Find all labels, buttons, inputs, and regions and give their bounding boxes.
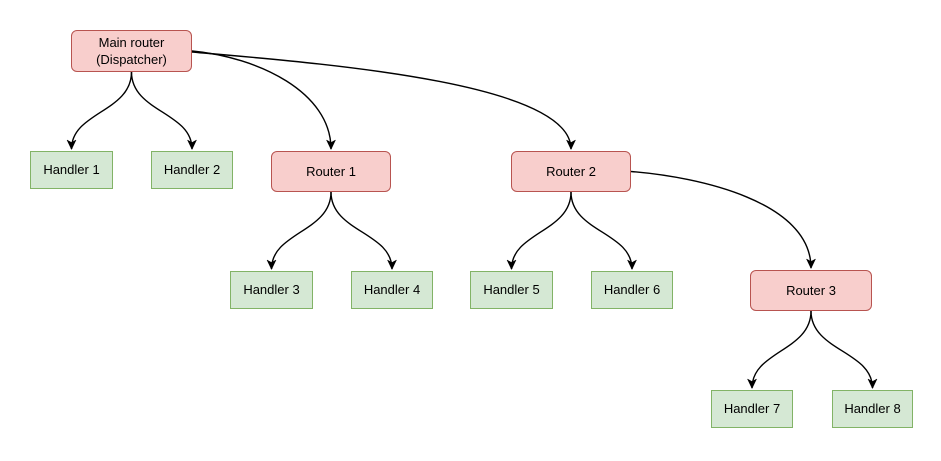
node-handler-3: Handler 3 (230, 271, 313, 309)
node-handler-1: Handler 1 (30, 151, 113, 189)
node-router-2: Router 2 (511, 151, 631, 192)
edge-main-router-to-router-1 (191, 50, 331, 149)
edge-router-1-to-handler-3 (272, 191, 332, 269)
node-handler-5: Handler 5 (470, 271, 553, 309)
node-main-router: Main router (Dispatcher) (71, 30, 192, 72)
edge-main-router-to-router-2 (191, 51, 571, 149)
edge-router-3-to-handler-7 (752, 310, 812, 388)
node-handler-4: Handler 4 (351, 271, 433, 309)
edge-router-3-to-handler-8 (810, 310, 873, 388)
node-handler-7: Handler 7 (711, 390, 793, 428)
node-handler-2: Handler 2 (151, 151, 233, 189)
edge-router-2-to-router-3 (630, 170, 811, 269)
edge-main-router-to-handler-2 (130, 71, 193, 149)
node-router-3: Router 3 (750, 270, 872, 311)
node-handler-6: Handler 6 (591, 271, 673, 309)
edge-main-router-to-handler-1 (72, 71, 133, 149)
edge-router-1-to-handler-4 (330, 191, 392, 269)
edge-router-2-to-handler-6 (570, 191, 632, 269)
node-handler-8: Handler 8 (832, 390, 913, 428)
node-router-1: Router 1 (271, 151, 391, 192)
edge-router-2-to-handler-5 (512, 191, 572, 269)
